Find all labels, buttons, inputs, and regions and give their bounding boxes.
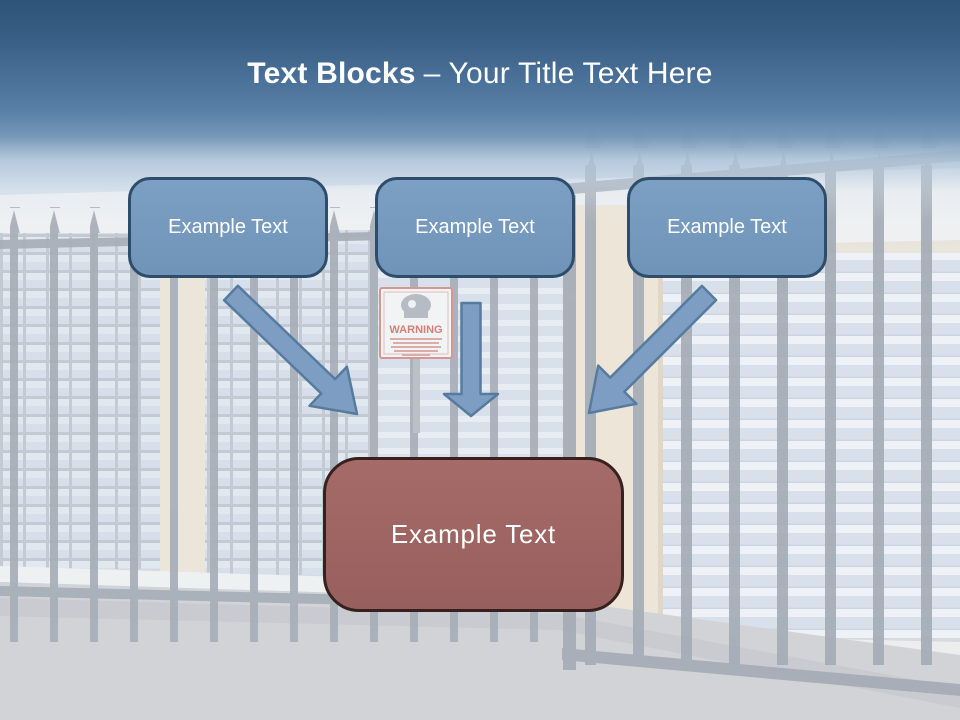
arrow-down-icon[interactable] bbox=[442, 301, 500, 418]
text-block-3[interactable]: Example Text bbox=[627, 177, 827, 278]
photo-warning-sign: WARNING bbox=[379, 287, 453, 433]
warning-sign-text: WARNING bbox=[389, 324, 442, 336]
text-block-1-label: Example Text bbox=[168, 216, 288, 238]
camera-icon bbox=[401, 294, 431, 316]
text-block-1[interactable]: Example Text bbox=[128, 177, 328, 278]
result-block[interactable]: Example Text bbox=[323, 457, 624, 612]
arrow-right-icon[interactable] bbox=[587, 284, 718, 415]
arrow-left-icon[interactable] bbox=[222, 284, 359, 416]
text-block-2-label: Example Text bbox=[415, 216, 535, 238]
text-block-2[interactable]: Example Text bbox=[375, 177, 575, 278]
result-block-label: Example Text bbox=[390, 519, 557, 549]
text-block-3-label: Example Text bbox=[667, 216, 787, 238]
